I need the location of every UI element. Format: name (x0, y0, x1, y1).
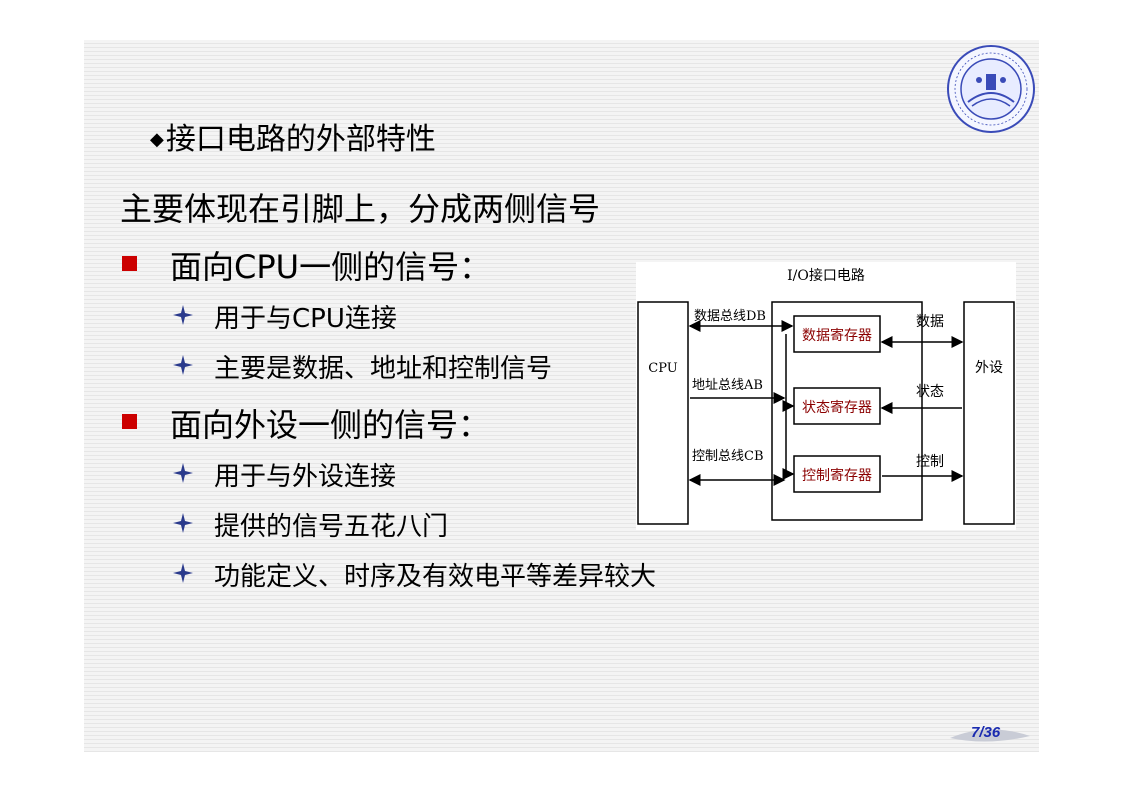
page-badge-swoosh-icon (950, 729, 1030, 742)
list-item: 主要是数据、地址和控制信号 (214, 354, 553, 384)
control-register-label: 控制寄存器 (802, 467, 872, 484)
data-bus-label: 数据总线DB (694, 309, 766, 324)
peripheral-box (963, 301, 1015, 525)
list-item: 用于与外设连接 (214, 462, 397, 492)
four-star-bullet-icon (173, 355, 193, 375)
peripheral-label: 外设 (975, 360, 1003, 376)
university-logo (947, 45, 1035, 133)
data-signal-label: 数据 (916, 314, 944, 330)
square-bullet-icon (122, 414, 137, 429)
diagram-title: I/O接口电路 (787, 267, 865, 284)
diamond-icon: ◆ (150, 129, 164, 150)
status-register-label: 状态寄存器 (802, 399, 872, 416)
cpu-label: CPU (648, 361, 677, 376)
address-bus-label: 地址总线AB (692, 378, 763, 393)
four-star-bullet-icon (173, 463, 193, 483)
intro-text: 主要体现在引脚上，分成两侧信号 (120, 190, 601, 228)
list-item: 功能定义、时序及有效电平等差异较大 (214, 562, 657, 592)
subtitle-text: 接口电路的外部特性 (165, 122, 436, 157)
list-item: 用于与CPU连接 (214, 304, 397, 334)
cpu-box (637, 301, 689, 525)
status-signal-label: 状态 (916, 384, 944, 400)
status-register-box (793, 387, 881, 425)
section-heading-peripheral: 面向外设一侧的信号： (170, 406, 491, 444)
interface-box (771, 301, 923, 521)
square-bullet-icon (122, 256, 137, 271)
four-star-bullet-icon (173, 563, 193, 583)
control-signal-label: 控制 (916, 454, 944, 470)
data-register-label: 数据寄存器 (802, 327, 872, 344)
section-heading-cpu: 面向CPU一侧的信号： (170, 248, 492, 286)
four-star-bullet-icon (173, 305, 193, 325)
control-bus-label: 控制总线CB (692, 449, 764, 464)
data-register-box (793, 315, 881, 353)
list-item: 提供的信号五花八门 (214, 512, 449, 542)
page-number-badge: 7/36 (940, 718, 1036, 748)
four-star-bullet-icon (173, 513, 193, 533)
io-interface-diagram: I/O接口电路 CPU 外设 数据寄存器 状态寄存器 控制寄存器 数据总线DB … (636, 262, 1016, 530)
slide-subtitle: ◆接口电路的外部特性 (150, 114, 436, 158)
page-number: 7/36 (971, 724, 1001, 741)
control-register-box (793, 455, 881, 493)
